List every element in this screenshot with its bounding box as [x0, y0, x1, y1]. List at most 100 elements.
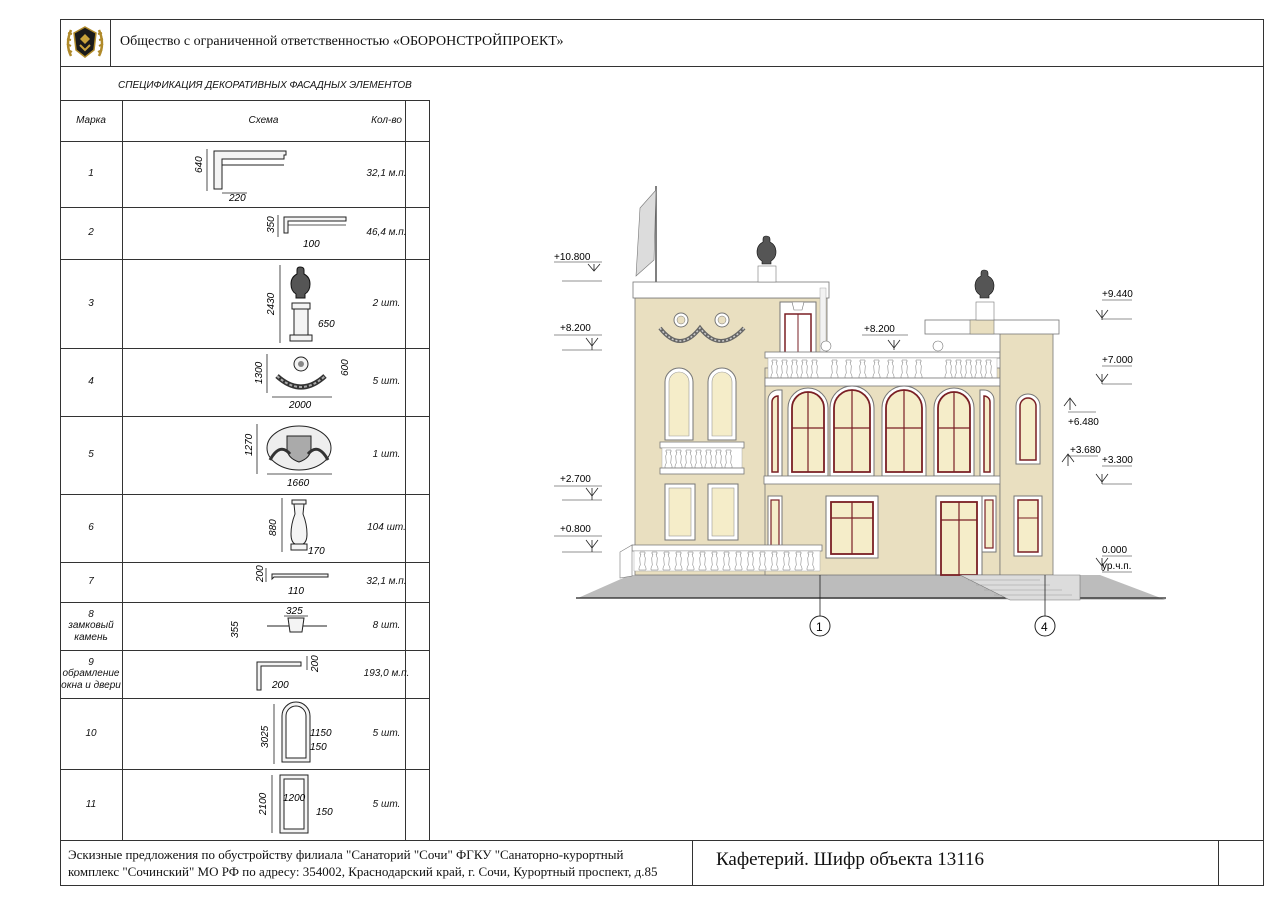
company-logo	[66, 26, 104, 58]
row-2-scheme: 350 100	[266, 215, 347, 250]
dim-3-h: 2430	[266, 292, 277, 316]
row-9-mark: 9 обрамление окна и двери	[61, 656, 121, 691]
logo-divider	[110, 19, 111, 66]
row-separator	[60, 141, 430, 142]
dim-5-w: 1660	[287, 478, 310, 489]
dim-8-w: 325	[286, 606, 303, 617]
svg-text:ур.ч.п.: ур.ч.п.	[1102, 561, 1131, 572]
dim-7-h: 200	[255, 565, 266, 583]
row-6-qty: 104 шт.	[367, 522, 406, 534]
svg-text:+7.000: +7.000	[1102, 355, 1133, 366]
row-4-qty: 5 шт.	[372, 376, 401, 388]
axis-4-label: 4	[1041, 620, 1048, 634]
level-mark-0800: +0.800	[554, 524, 602, 553]
row-10-qty: 5 шт.	[372, 727, 401, 739]
project-description-line2: комплекс "Сочинский" МО РФ по адресу: 35…	[68, 864, 658, 879]
dim-11-frame: 150	[316, 807, 333, 818]
footer-divider-right	[1218, 840, 1219, 886]
row-6-mark: 6	[88, 522, 94, 534]
row-separator	[60, 494, 430, 495]
dim-10-frame: 150	[310, 742, 327, 753]
terrace-rail	[631, 544, 823, 552]
axis-4-marker	[1034, 615, 1056, 637]
table-divider-mark	[122, 100, 123, 840]
col-header-scheme: Схема	[248, 114, 279, 126]
svg-text:+0.800: +0.800	[560, 524, 591, 535]
level-mark-3680: +3.680	[1061, 445, 1101, 466]
footer-divider	[692, 840, 693, 886]
row-3-mark: 3	[88, 297, 94, 309]
level-mark-0000: 0.000 ур.ч.п.	[1095, 545, 1132, 573]
level-mark-7000: +7.000	[1095, 355, 1133, 385]
level-mark-3300: +3.300	[1095, 455, 1133, 485]
row-11-qty: 5 шт.	[372, 798, 401, 810]
row-1-qty: 32,1 м.п.	[366, 168, 407, 180]
entry-stairs	[959, 574, 1081, 601]
dim-10-w: 1150	[310, 728, 332, 739]
level-mark-9440: +9.440	[1095, 289, 1133, 320]
dim-11-w: 1200	[283, 793, 306, 804]
level-mark-10800: +10.800	[554, 252, 602, 282]
dim-3-w: 650	[318, 319, 335, 330]
row-7-qty: 32,1 м.п.	[366, 576, 407, 588]
spec-table: Марка Схема Кол-во 1 640 220 32,1 м.п. 2…	[60, 100, 430, 840]
col-header-qty: Кол-во	[371, 114, 402, 126]
table-border-left	[60, 100, 61, 840]
level-mark-8200-left: +8.200	[554, 323, 602, 351]
level-mark-8200-mid: +8.200	[862, 324, 908, 350]
dim-4-h2: 600	[340, 359, 351, 376]
svg-text:+10.800: +10.800	[554, 252, 591, 263]
col-header-mark: Марка	[76, 114, 106, 126]
row-4-scheme: 1300 600 2000	[254, 354, 351, 411]
arcade-windows	[767, 385, 995, 477]
table-border-top	[60, 100, 430, 101]
row-10-scheme: 3025 1150 150	[260, 701, 332, 764]
row-11-scheme: 2100 1200 150	[258, 774, 333, 834]
dim-6-w: 170	[308, 546, 325, 557]
footer-top-line	[60, 840, 1264, 841]
row-5-qty: 1 шт.	[372, 449, 401, 461]
row-8-qty: 8 шт.	[372, 620, 401, 632]
row-separator	[60, 769, 430, 770]
row-separator	[60, 650, 430, 651]
project-description: Эскизные предложения по обустройству фил…	[68, 846, 657, 880]
dim-2-h: 350	[266, 216, 277, 233]
dim-1-w: 220	[228, 193, 246, 204]
svg-text:+9.440: +9.440	[1102, 289, 1133, 300]
svg-text:+6.480: +6.480	[1068, 417, 1099, 428]
svg-text:+3.680: +3.680	[1070, 445, 1101, 456]
svg-text:+3.300: +3.300	[1102, 455, 1133, 466]
row-7-scheme: 200 110	[255, 565, 329, 597]
row-1-scheme: 640 220	[194, 149, 287, 204]
row-separator	[60, 348, 430, 349]
dim-4-w: 2000	[288, 400, 312, 411]
axis-1-label: 1	[816, 620, 823, 634]
object-title: Кафетерий. Шифр объекта 13116	[716, 849, 985, 870]
level-mark-6480: +6.480	[1063, 397, 1099, 428]
svg-text:+2.700: +2.700	[560, 474, 591, 485]
dim-1-h: 640	[194, 156, 205, 173]
table-border-right	[429, 100, 430, 840]
facade-elevation: 1 4 +10.800 +8.200 +2.700 +0.800	[554, 186, 1166, 637]
row-5-scheme: 1270 1660	[244, 424, 332, 489]
svg-text:0.000: 0.000	[1102, 545, 1127, 556]
dim-9-w: 200	[271, 680, 289, 691]
row-7-mark: 7	[88, 576, 94, 588]
svg-text:+8.200: +8.200	[560, 323, 591, 334]
row-separator	[60, 562, 430, 563]
dim-11-h: 2100	[258, 792, 269, 816]
row-separator	[60, 207, 430, 208]
row-separator	[60, 602, 430, 603]
left-tower-cornice	[632, 281, 830, 299]
spec-title: СПЕЦИФИКАЦИЯ ДЕКОРАТИВНЫХ ФАСАДНЫХ ЭЛЕМЕ…	[118, 80, 412, 91]
row-5-mark: 5	[88, 449, 94, 461]
table-divider-qty	[405, 100, 406, 840]
project-description-line1: Эскизные предложения по обустройству фил…	[68, 847, 624, 862]
level-mark-2700: +2.700	[554, 474, 602, 501]
row-separator	[60, 698, 430, 699]
svg-text:+8.200: +8.200	[864, 324, 895, 335]
dim-7-w: 110	[288, 586, 304, 597]
dim-8-h: 355	[230, 621, 241, 638]
row-11-mark: 11	[85, 798, 97, 810]
